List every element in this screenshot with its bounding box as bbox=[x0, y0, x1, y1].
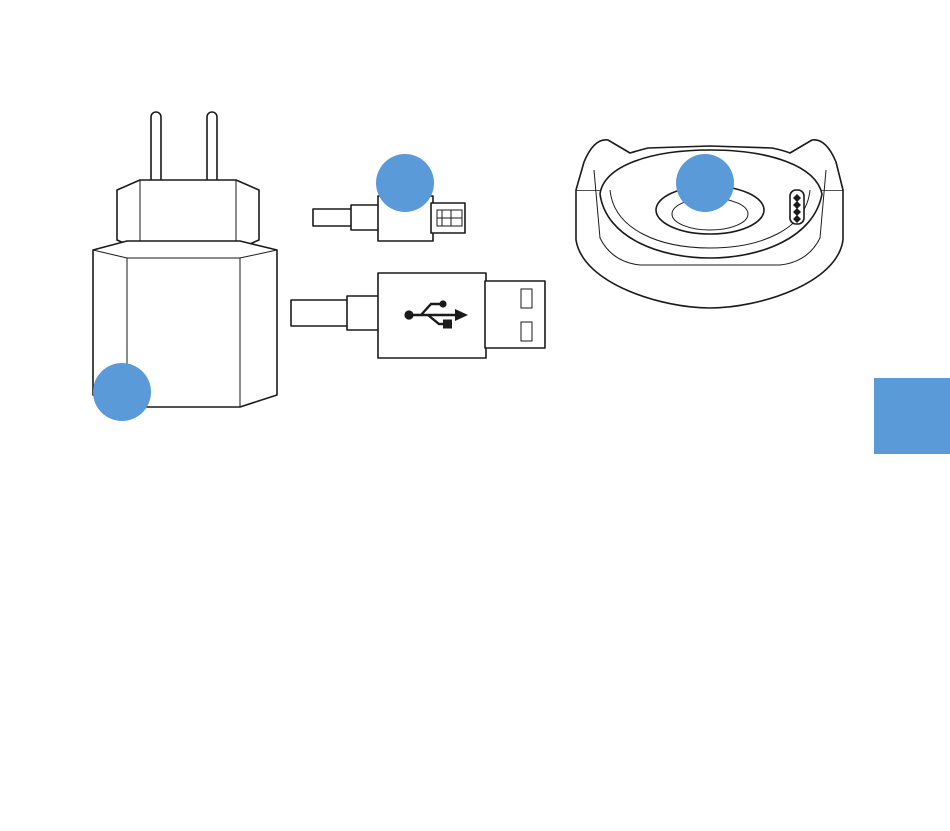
plug-prongs-icon bbox=[151, 112, 217, 186]
callout-marker-cradle bbox=[676, 154, 734, 212]
usb-a-plug-shell bbox=[485, 281, 545, 348]
micro-usb-plug-icon bbox=[431, 203, 465, 233]
power-adapter bbox=[93, 112, 277, 407]
callout-marker-cable bbox=[376, 154, 434, 212]
section-side-tab bbox=[874, 378, 950, 454]
adapter-cap bbox=[117, 180, 259, 250]
callout-marker-adapter bbox=[93, 363, 151, 421]
charging-pins-icon bbox=[790, 190, 804, 224]
usb-a-connector bbox=[291, 273, 545, 358]
